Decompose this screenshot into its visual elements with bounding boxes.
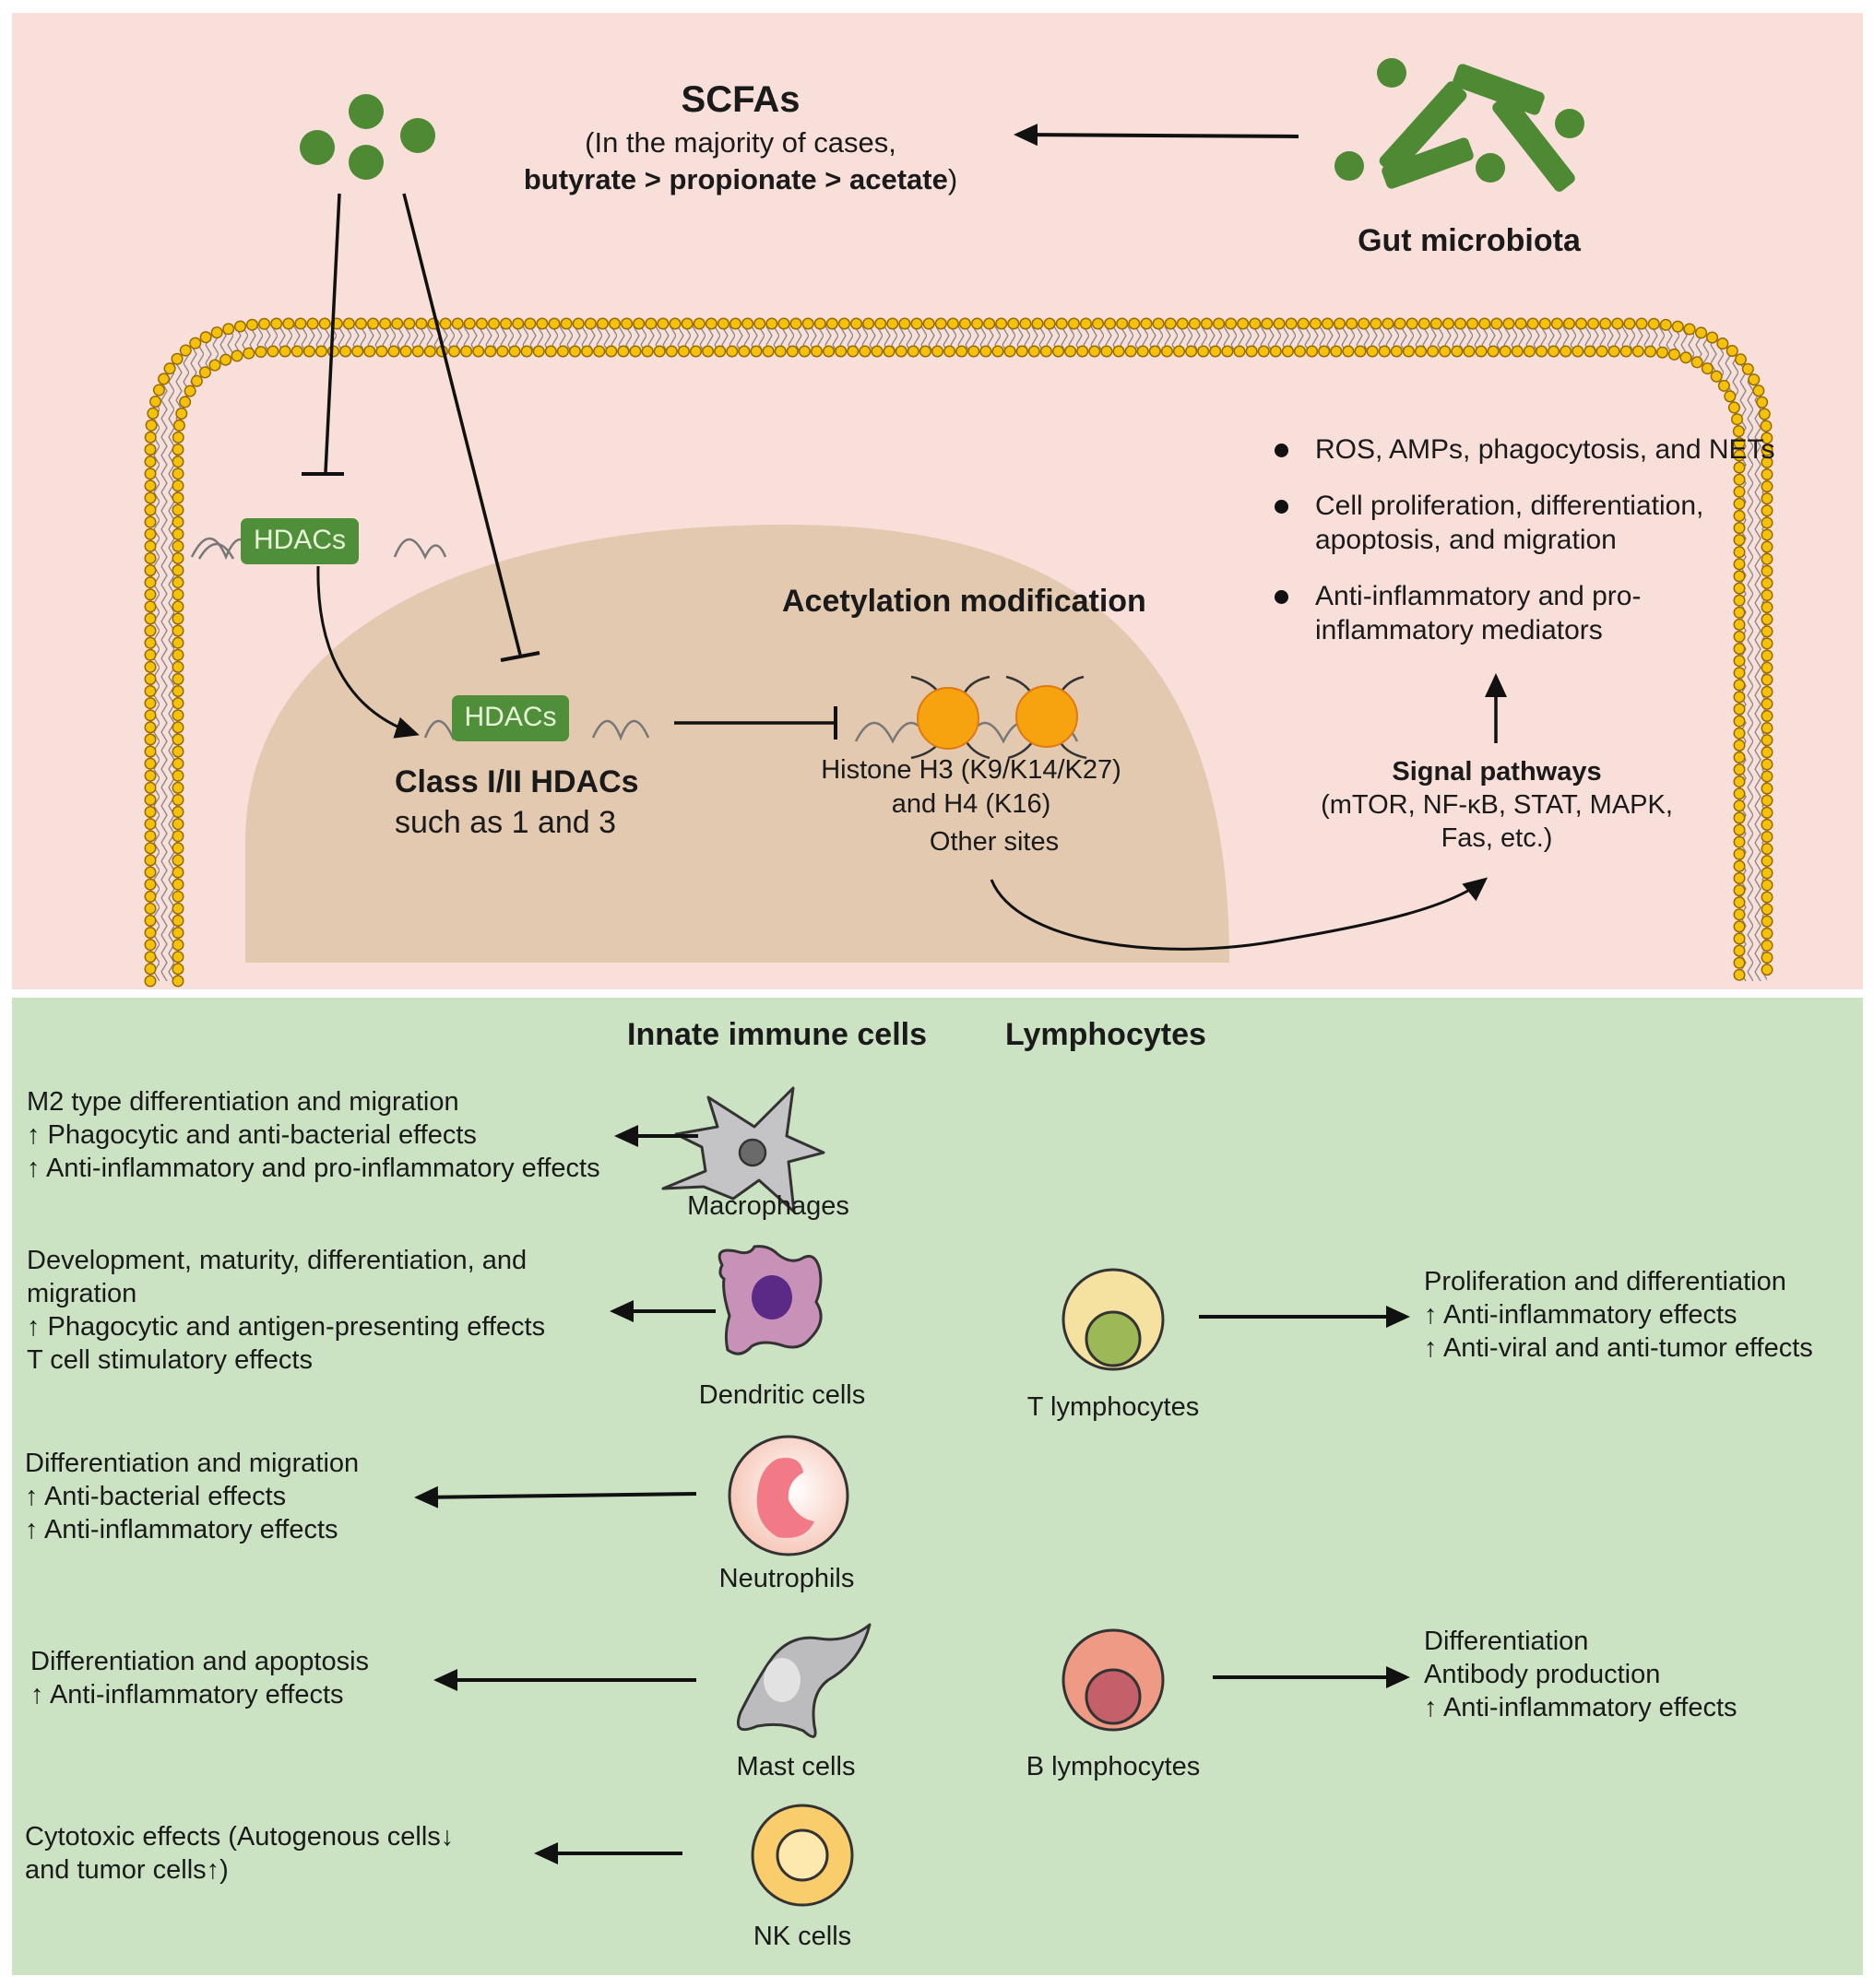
b-lymphocyte-label: B lymphocytes [1026,1752,1201,1781]
effect-line: Proliferation and differentiation [1424,1267,1786,1296]
immune-graphics [414,1086,1410,1907]
scfas-subtitle-line1: (In the majority of cases, [585,126,896,159]
hdac-nucleus-label: HDACs [464,702,557,732]
dendritic-effects: Development, maturity, differentiation, … [27,1244,545,1377]
neutrophil-icon [728,1435,849,1556]
innate-immune-cells-header: Innate immune cells [627,1017,927,1052]
effect-line: ↑ Anti-inflammatory effects [25,1515,338,1544]
arrow-to-signal-pathways [990,877,1489,951]
hdac-cytoplasm-box [241,518,359,564]
macrophage-label: Macrophages [687,1191,849,1221]
effect-line: ↑ Phagocytic and antigen-presenting effe… [27,1312,546,1342]
signal-pathways-title: Signal pathways [1392,757,1602,787]
arrow-neutrophil-effects [414,1485,697,1509]
histone-sites-line1: Histone H3 (K9/K14/K27) [821,755,1121,785]
t-lymphocyte-label: T lymphocytes [1026,1392,1200,1422]
nucleus [245,525,1229,963]
outcome-text: ROS, AMPs, phagocytosis, and NETs [1315,434,1775,465]
effect-line: migration [27,1279,137,1308]
mast-effects: Differentiation and apoptosis ↑ Anti-inf… [30,1645,369,1711]
histone-sites-line3: Other sites [929,827,1060,857]
gut-microbiota-label: Gut microbiota [1358,223,1581,258]
gut-microbiota-icon [1334,58,1584,192]
scfa-potency-order: butyrate > propionate > acetate [523,163,948,195]
outcome-item: Cell proliferation, differentiation, apo… [1260,489,1776,557]
inhibit-line-2 [402,193,522,656]
effect-line: ↑ Anti-bacterial effects [25,1482,287,1511]
effect-line: Differentiation [1424,1627,1589,1656]
nk-label: NK cells [753,1922,852,1951]
effect-line: ↑ Anti-inflammatory effects [1424,1300,1738,1330]
effect-line: T cell stimulatory effects [27,1345,313,1375]
outcome-item: ROS, AMPs, phagocytosis, and NETs [1260,432,1776,467]
mast-cell-icon [736,1623,872,1738]
effect-line: ↑ Anti-viral and anti-tumor effects [1424,1333,1813,1363]
hdac-nucleus-box [452,695,569,741]
lymphocytes-header: Lymphocytes [1005,1017,1206,1052]
inhibit-line-1 [324,193,341,473]
arrow-hdac-translocation [316,565,420,739]
outcome-text: Cell proliferation, differentiation, apo… [1315,491,1704,555]
dendritic-cell-icon [718,1245,823,1355]
outcome-item: Anti-inflammatory and pro-inflammatory m… [1260,579,1776,647]
neutrophil-effects: Differentiation and migration ↑ Anti-bac… [25,1447,359,1546]
bullet-icon [1275,500,1288,514]
dendritic-label: Dendritic cells [698,1380,866,1410]
effect-line: Cytotoxic effects (Autogenous cells↓ [25,1822,455,1852]
nk-effects: Cytotoxic effects (Autogenous cells↓ and… [25,1820,454,1887]
neutrophil-label: Neutrophils [718,1564,855,1593]
nk-cell-icon [751,1804,854,1907]
immune-cells-panel: Innate immune cells Lymphocytes M2 type … [12,998,1863,1975]
b-lymphocyte-icon [1062,1628,1165,1732]
bullet-icon [1275,590,1288,604]
effect-line: Development, maturity, differentiation, … [27,1246,528,1275]
outcome-text: Anti-inflammatory and pro-inflammatory m… [1315,581,1642,645]
effect-line: ↑ Anti-inflammatory effects [1424,1693,1738,1722]
t-lymphocyte-icon [1062,1268,1165,1371]
effect-line: Differentiation and migration [25,1449,360,1478]
scfas-paren: ) [947,163,958,195]
bullet-icon [1275,444,1288,457]
mast-label: Mast cells [736,1752,856,1781]
cell-membrane [144,317,1773,988]
scfa-molecules-icon [300,94,435,180]
mechanism-graphics [144,58,1773,988]
signal-pathways-line2: Fas, etc.) [1441,823,1553,853]
cell-mechanism-panel: SCFAs (In the majority of cases, butyrat… [12,13,1863,989]
acetylation-title: Acetylation modification [782,584,1146,619]
effect-line: M2 type differentiation and migration [27,1087,459,1117]
effect-line: ↑ Anti-inflammatory and pro-inflammatory… [27,1154,600,1183]
nucleosome-icon [854,675,1087,760]
effect-line: ↑ Phagocytic and anti-bacterial effects [27,1120,477,1150]
macrophage-effects: M2 type differentiation and migration ↑ … [27,1085,600,1185]
effect-line: Differentiation and apoptosis [30,1647,370,1676]
scfas-title: SCFAs [681,79,801,120]
outcome-list: ROS, AMPs, phagocytosis, and NETs Cell p… [1260,432,1776,669]
effect-line: and tumor cells↑) [25,1855,229,1885]
b-lymphocyte-effects: Differentiation Antibody production ↑ An… [1424,1625,1738,1724]
hdac-cytoplasm-label: HDACs [253,525,346,555]
signal-pathways-line1: (mTOR, NF-κB, STAT, MAPK, [1321,790,1673,820]
class-hdacs-title: Class I/II HDACs [395,764,639,799]
scfas-subtitle-line2: butyrate > propionate > acetate) [445,162,1036,196]
class-hdacs-subtitle: such as 1 and 3 [395,805,617,840]
histone-sites-line2: and H4 (K16) [891,789,1051,819]
macrophage-icon [661,1086,825,1213]
arrow-microbiota-to-scfas [1014,124,1299,147]
t-lymphocyte-effects: Proliferation and differentiation ↑ Anti… [1424,1265,1813,1365]
effect-line: Antibody production [1424,1660,1661,1689]
effect-line: ↑ Anti-inflammatory effects [30,1680,344,1710]
